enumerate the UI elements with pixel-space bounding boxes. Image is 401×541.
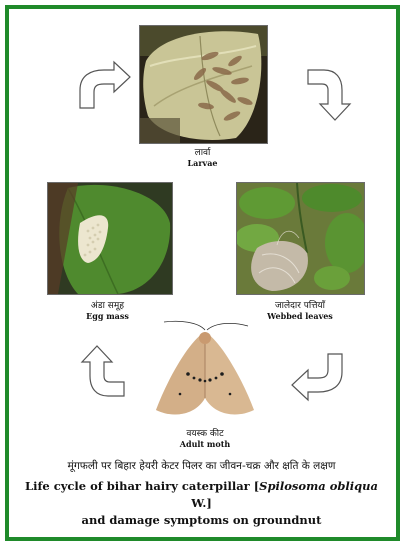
adult-moth-label-english: Adult moth [155, 439, 255, 449]
curved-arrow-icon-top-left [76, 60, 134, 110]
adult-moth-photo [150, 318, 260, 420]
caption-hindi: मूंगफली पर बिहार हेयरी केटर पिलर का जीवन… [14, 459, 389, 473]
caption-english-pre: Life cycle of bihar hairy caterpillar [ [25, 479, 259, 493]
caption-english-post: W.] [191, 496, 212, 510]
caption-english-line2: and damage symptoms on groundnut [82, 513, 322, 527]
egg-mass-photo [47, 182, 173, 295]
curved-arrow-icon-bottom-left [80, 344, 126, 400]
larvae-photo [139, 25, 268, 144]
curved-arrow-icon-bottom-right [286, 352, 348, 402]
webbed-leaves-label-hindi: जालेदार पत्तियाँ [245, 298, 355, 311]
webbed-leaves-label-english: Webbed leaves [245, 311, 355, 321]
curved-arrow-icon-top-right [306, 66, 352, 122]
egg-mass-label-hindi: अंडा समूह [55, 298, 160, 311]
larvae-label-english: Larvae [150, 158, 255, 168]
caption-english: Life cycle of bihar hairy caterpillar [S… [14, 478, 389, 529]
caption-english-species: Spilosoma obliqua [259, 479, 378, 493]
larvae-label-hindi: लार्वा [150, 145, 255, 158]
egg-mass-label-english: Egg mass [55, 311, 160, 321]
adult-moth-label-hindi: वयस्क कीट [155, 426, 255, 439]
webbed-leaves-photo [236, 182, 365, 295]
